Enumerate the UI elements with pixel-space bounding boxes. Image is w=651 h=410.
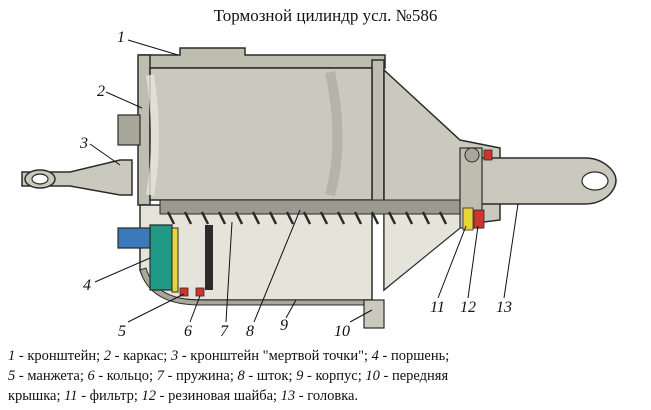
legend-num: 5 <box>8 368 16 384</box>
legend-num: 8 <box>237 368 245 384</box>
legend-text: - кронштейн "мертвой точки"; <box>178 348 372 364</box>
front-cover <box>363 299 385 329</box>
dead-point-bracket <box>21 159 133 196</box>
spring <box>166 211 448 225</box>
legend-text: - резиновая шайба; <box>156 388 281 404</box>
callout-2: 2 <box>97 83 105 100</box>
callout-numbers: 1 2 3 4 5 6 7 8 9 10 11 12 13 <box>79 29 512 340</box>
legend-num: 10 <box>365 368 380 384</box>
callout-1: 1 <box>117 29 125 46</box>
legend-text: - каркас; <box>111 348 171 364</box>
legend-num: 11 <box>64 388 78 404</box>
legend-text: - поршень; <box>378 348 450 364</box>
legend-num: 2 <box>103 348 111 364</box>
callout-10: 10 <box>334 323 350 340</box>
legend-text: - фильтр; <box>77 388 142 404</box>
callout-5: 5 <box>118 323 126 340</box>
piston <box>117 224 213 297</box>
callout-6: 6 <box>184 323 192 340</box>
legend-text: - головка. <box>295 388 359 404</box>
callout-13: 13 <box>496 299 512 316</box>
legend-num: 3 <box>170 348 179 364</box>
leader-lines <box>89 39 519 323</box>
legend-text: - передняя <box>379 368 449 384</box>
legend: 1 - кронштейн; 2 - каркас; 3 - кронштейн… <box>8 346 648 406</box>
callout-8: 8 <box>246 323 254 340</box>
rubber-washer <box>473 149 493 229</box>
callout-12: 12 <box>460 299 476 316</box>
callout-11: 11 <box>430 299 445 316</box>
legend-num: 13 <box>280 388 296 404</box>
legend-num: 7 <box>156 368 164 384</box>
filter <box>462 207 474 231</box>
piston-rod <box>159 199 481 215</box>
legend-row: 1 - кронштейн; 2 - каркас; 3 - кронштейн… <box>8 346 648 366</box>
diagram-title: Тормозной цилиндр усл. №586 <box>213 6 438 25</box>
legend-text: - манжета; <box>15 368 88 384</box>
cylinder-housing <box>146 67 501 292</box>
callout-7: 7 <box>220 323 229 340</box>
legend-text: крышка; <box>8 388 65 404</box>
legend-text: - шток; <box>244 368 297 384</box>
legend-row: крышка; 11 - фильтр; 12 - резиновая шайб… <box>8 386 648 406</box>
brake-cylinder-drawing: 1 2 3 4 5 6 7 8 9 10 11 12 13 <box>21 29 617 340</box>
legend-num: 4 <box>371 348 379 364</box>
legend-text: - кронштейн; <box>15 348 104 364</box>
legend-text: - кольцо; <box>94 368 157 384</box>
legend-row: 5 - манжета; 6 - кольцо; 7 - пружина; 8 … <box>8 366 648 386</box>
legend-num: 6 <box>87 368 95 384</box>
legend-text: - корпус; <box>303 368 366 384</box>
frame <box>117 47 386 211</box>
callout-4: 4 <box>83 277 91 294</box>
callout-3: 3 <box>79 135 88 152</box>
legend-text: - пружина; <box>163 368 238 384</box>
legend-num: 9 <box>296 368 304 384</box>
legend-num: 1 <box>8 348 16 364</box>
callout-9: 9 <box>280 317 288 334</box>
legend-num: 12 <box>141 388 157 404</box>
